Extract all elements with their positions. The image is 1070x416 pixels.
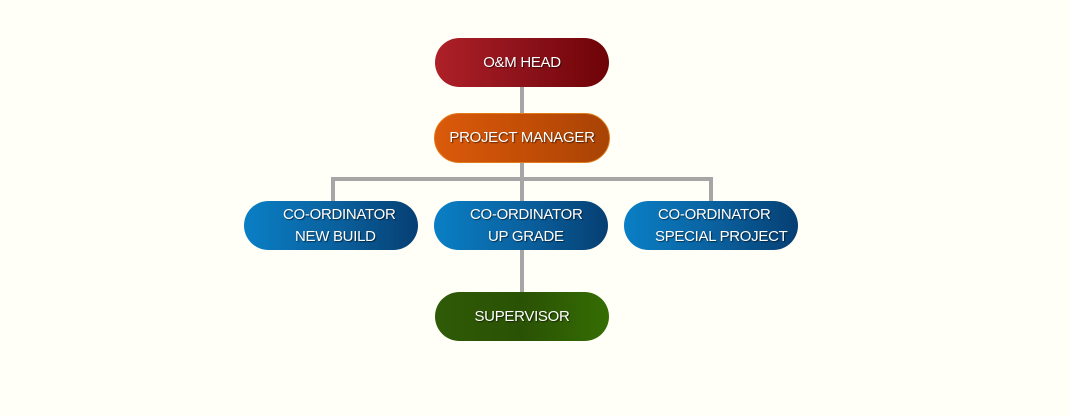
connector-to-new-build (331, 177, 335, 202)
node-project-manager: PROJECT MANAGER (434, 113, 610, 163)
connector-head-to-manager (520, 87, 524, 114)
node-project-manager-label: PROJECT MANAGER (449, 129, 595, 146)
node-coordinator-up-grade-subtitle: UP GRADE (488, 227, 564, 245)
node-coordinator-new-build: CO-ORDINATOR NEW BUILD (244, 201, 418, 250)
node-coordinator-up-grade-title: CO-ORDINATOR (470, 205, 583, 223)
connector-to-up-grade (520, 177, 524, 202)
node-coordinator-new-build-subtitle: NEW BUILD (295, 227, 376, 245)
connector-manager-down (520, 163, 524, 178)
node-coordinator-special-project-title: CO-ORDINATOR (658, 205, 771, 223)
node-supervisor: SUPERVISOR (435, 292, 609, 341)
connector-up-grade-to-supervisor (520, 250, 524, 293)
node-coordinator-up-grade: CO-ORDINATOR UP GRADE (434, 201, 608, 250)
node-coordinator-new-build-title: CO-ORDINATOR (283, 205, 396, 223)
node-coordinator-special-project: CO-ORDINATOR SPECIAL PROJECT (624, 201, 798, 250)
node-coordinator-special-project-subtitle: SPECIAL PROJECT (655, 227, 788, 245)
node-om-head: O&M HEAD (435, 38, 609, 87)
node-om-head-label: O&M HEAD (483, 53, 561, 71)
connector-to-special-project (709, 177, 713, 202)
node-supervisor-label: SUPERVISOR (474, 307, 570, 325)
